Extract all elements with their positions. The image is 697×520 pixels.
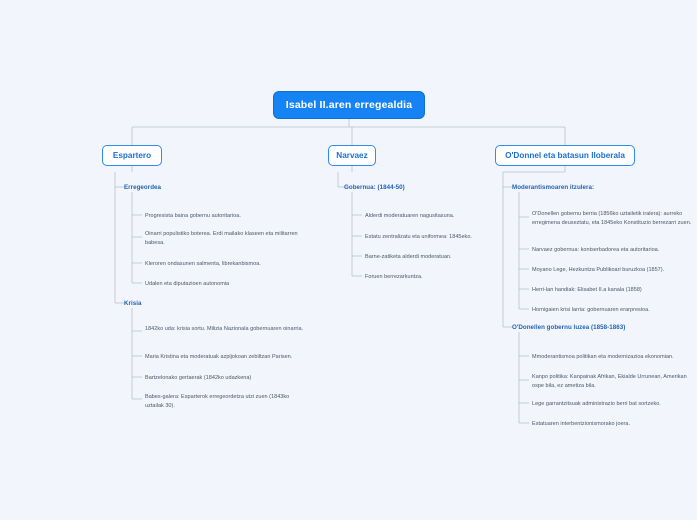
leaf-item[interactable]: Lege garrantzitsuak administrazio berri … [532, 401, 661, 407]
leaf-item[interactable]: Mmoderantismoa politikan eta modernizazi… [532, 354, 674, 360]
root-node-label: Isabel II.aren erregealdia [285, 99, 413, 111]
leaf-item[interactable]: Hornigaien krisi larria: gobernuaren era… [532, 307, 650, 313]
section-header-moderantismoaren-itzulera[interactable]: Moderantismoaren itzulera: [512, 184, 595, 191]
branch-node-espartero[interactable]: Espartero [102, 145, 162, 166]
leaf-item[interactable]: Estatu zentralizatu eta uniformea: 1845e… [365, 234, 472, 240]
leaf-item[interactable]: Kleroren ondasunen salmenta, librekanbis… [145, 261, 261, 267]
branch-label: Espartero [112, 151, 152, 160]
leaf-item[interactable]: Bartzelonako gertaerak (1842ko udazkena) [145, 375, 252, 381]
leaf-item[interactable]: Herri-lan handiak: Elisabet II.a kanala … [532, 287, 642, 293]
leaf-item[interactable]: 1842ko uda: krisia sortu. Milizia Nazion… [145, 326, 304, 332]
leaf-item[interactable]: Foruen berrezarkuntza. [365, 274, 423, 280]
leaf-item[interactable]: Kanpo politika: Kanpainak Afrikan, Ekial… [532, 374, 687, 389]
branch-label: Narvaez [336, 151, 368, 160]
leaf-item[interactable]: Alderdi moderatuaren nagusitasuna. [365, 213, 455, 219]
leaf-item[interactable]: Udalen eta diputazioen autonomia [145, 281, 230, 287]
branch-node-odonnel[interactable]: O'Donnel eta batasun lloberala [495, 145, 635, 166]
leaf-item[interactable]: Narvaez gobernua: kontserbadorea eta aut… [532, 247, 660, 253]
section-header-gobernu-luzea[interactable]: O'Donellen gobernu luzea (1858-1863) [512, 324, 626, 331]
section-header-erregeordea[interactable]: Erregeordea [124, 184, 162, 191]
leaf-item[interactable]: Progresista baina gobernu autoritarioa. [145, 213, 241, 219]
section-header-gobernua[interactable]: Gobernua: (1844-50) [344, 184, 405, 191]
leaf-item[interactable]: Barne-zatiketa alderdi moderatuan. [365, 254, 452, 260]
leaf-item[interactable]: O'Donellen gobernu berria (1856ko uztail… [532, 211, 692, 226]
leaf-item[interactable]: Estatuaren interbentzionismorako joera. [532, 421, 630, 427]
section-header-krisia[interactable]: Krisia [124, 300, 142, 307]
leaf-item[interactable]: Babes-galera: Esparterok erregeordetza u… [145, 394, 290, 409]
leaf-item[interactable]: Maria Kristina eta moderatuak azpijokoan… [145, 354, 293, 360]
branch-label: O'Donnel eta batasun lloberala [505, 151, 625, 160]
root-node[interactable]: Isabel II.aren erregealdia [273, 91, 425, 119]
branch-node-narvaez[interactable]: Narvaez [328, 145, 376, 166]
leaf-item[interactable]: Oinarri populistiko boterea. Erdi mailak… [145, 231, 298, 246]
leaf-item[interactable]: Moyano Lege, Hezkuntza Publikoari buruzk… [532, 267, 665, 273]
